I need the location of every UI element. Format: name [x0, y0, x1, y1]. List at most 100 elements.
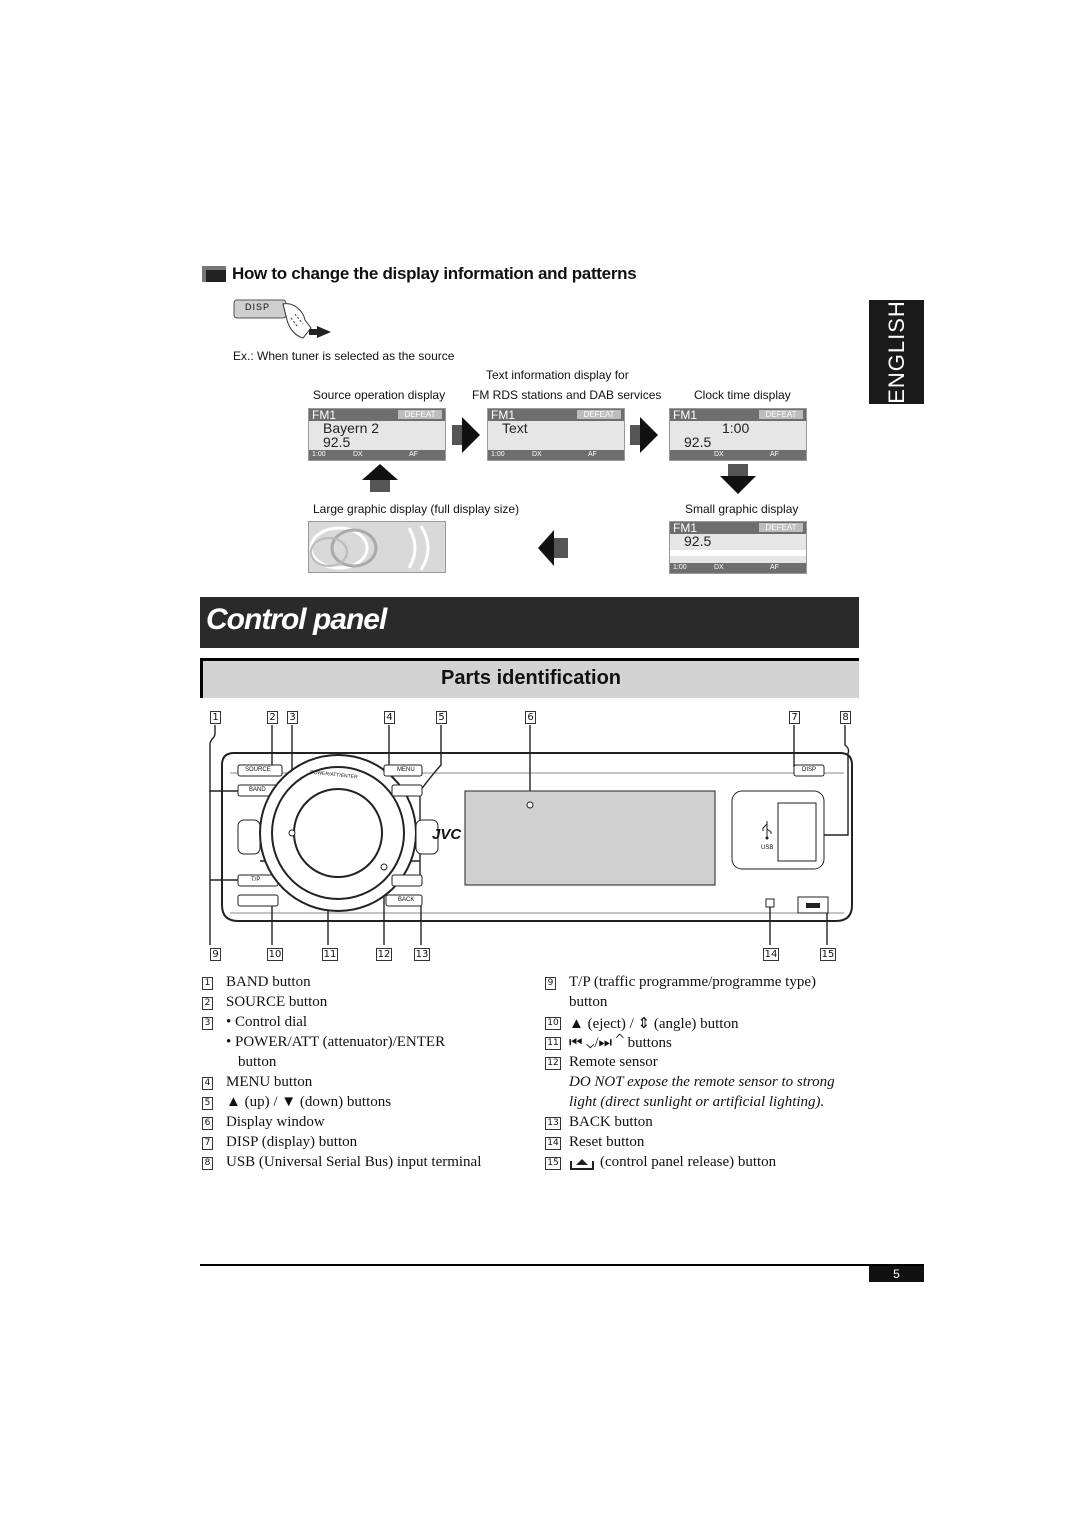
disp-button-illustration [233, 298, 343, 343]
source-button-label[interactable]: SOURCE [245, 767, 271, 773]
control-panel-title: Control panel [206, 603, 387, 636]
legend-item: Reset button [569, 1134, 645, 1150]
lcd-frequency: 92.5 [323, 434, 351, 450]
lcd-defeat: DEFEAT [759, 523, 803, 532]
legend-number: 13 [545, 1117, 561, 1130]
callout-number: 14 [763, 948, 779, 961]
lcd-dx: DX [353, 451, 363, 458]
section-heading: How to change the display information an… [232, 264, 637, 283]
caption-source-operation: Source operation display [313, 388, 446, 402]
callout-number: 6 [525, 711, 536, 724]
legend-item: button [569, 994, 608, 1010]
language-tab-label: ENGLISH [883, 300, 909, 404]
lcd-source-operation: FM1 DEFEAT Bayern 2 92.5 1:00 DX AF [308, 408, 446, 461]
control-panel-diagram [200, 725, 860, 950]
disp-button-label[interactable]: DISP [802, 767, 817, 773]
legend-warning: light (direct sunlight or artificial lig… [569, 1094, 825, 1110]
lcd-defeat: DEFEAT [759, 410, 803, 419]
section-marker-icon [202, 266, 226, 282]
lcd-dx: DX [714, 451, 724, 458]
legend-number: 4 [202, 1077, 213, 1090]
tp-button-label[interactable]: T/P [251, 877, 261, 883]
usb-label: USB [761, 845, 774, 851]
lcd-band: FM1 [673, 408, 697, 422]
lcd-clock: 1:00 [312, 451, 326, 458]
back-button-label[interactable]: BACK [398, 897, 415, 903]
lcd-dx: DX [532, 451, 542, 458]
legend-item: Remote sensor [569, 1054, 658, 1070]
legend-item: ⏮ ⌄/⏭ ⌃ buttons [569, 1035, 672, 1051]
lcd-band: FM1 [673, 521, 697, 535]
legend-item: • Control dial [226, 1014, 308, 1030]
legend-number: 8 [202, 1157, 213, 1170]
callout-number: 13 [414, 948, 430, 961]
legend-item: ▲ (up) / ▼ (down) buttons [226, 1094, 392, 1110]
lcd-clock-time: FM1 DEFEAT 1:00 92.5 DX AF [669, 408, 807, 461]
legend-item: • POWER/ATT (attenuator)/ENTER [226, 1034, 446, 1050]
lcd-clock: 1:00 [673, 564, 687, 571]
callout-number: 1 [210, 711, 221, 724]
legend-item: Display window [226, 1114, 325, 1130]
legend-item: T/P (traffic programme/programme type) [569, 974, 816, 990]
callout-number: 10 [267, 948, 283, 961]
lcd-station-name: Bayern 2 [323, 420, 380, 436]
menu-button-label[interactable]: MENU [397, 767, 415, 773]
lcd-af: AF [588, 451, 597, 458]
caption-large-graphic: Large graphic display (full display size… [313, 502, 520, 516]
callout-number: 15 [820, 948, 836, 961]
example-note: Ex.: When tuner is selected as the sourc… [233, 349, 455, 363]
legend-number: 6 [202, 1117, 213, 1130]
callout-number: 12 [376, 948, 392, 961]
caption-text-info-1: Text information display for [486, 368, 629, 382]
legend-number: 9 [545, 977, 556, 990]
legend-number: 11 [545, 1037, 561, 1050]
legend-item: DISP (display) button [226, 1134, 358, 1150]
callout-number: 5 [436, 711, 447, 724]
lcd-band: FM1 [491, 408, 515, 422]
usb-icon [760, 820, 774, 845]
lcd-text-info: FM1 DEFEAT Text 1:00 DX AF [487, 408, 625, 461]
legend-item: button [238, 1054, 277, 1070]
legend-item: (control panel release) button [600, 1154, 777, 1170]
control-panel-title-bar: Control panel [200, 597, 859, 648]
arrow-left-icon [536, 528, 570, 573]
legend-item: USB (Universal Serial Bus) input termina… [226, 1154, 482, 1170]
legend-number: 10 [545, 1017, 561, 1030]
caption-small-graphic: Small graphic display [685, 502, 799, 516]
footer-rule [200, 1264, 924, 1266]
callout-number: 9 [210, 948, 221, 961]
callout-number: 7 [789, 711, 800, 724]
parts-identification-bar: Parts identification [200, 658, 859, 698]
arrow-right-icon [630, 415, 660, 460]
release-icon [569, 1157, 595, 1176]
jvc-logo: JVC [432, 826, 462, 843]
legend-number: 5 [202, 1097, 213, 1110]
callout-number: 11 [322, 948, 338, 961]
disp-label: DISP [245, 302, 271, 312]
lcd-time: 1:00 [722, 420, 750, 436]
lcd-small-graphic: FM1 DEFEAT 92.5 1:00 DX AF [669, 521, 807, 574]
legend-item: BACK button [569, 1114, 653, 1130]
lcd-af: AF [770, 564, 779, 571]
band-button-label[interactable]: BAND [249, 787, 266, 793]
legend-number: 14 [545, 1137, 561, 1150]
lcd-af: AF [770, 451, 779, 458]
legend-item: ▲ (eject) / ⇕ (angle) button [569, 1016, 739, 1032]
lcd-text: Text [502, 420, 528, 436]
legend-item: MENU button [226, 1074, 313, 1090]
callout-number: 3 [287, 711, 298, 724]
lcd-dx: DX [714, 564, 724, 571]
callout-number: 4 [384, 711, 395, 724]
legend-number: 15 [545, 1157, 561, 1170]
legend-number: 12 [545, 1057, 561, 1070]
lcd-af: AF [409, 451, 418, 458]
lcd-clock: 1:00 [491, 451, 505, 458]
arrow-right-icon [452, 415, 482, 460]
legend-number: 7 [202, 1137, 213, 1150]
lcd-defeat: DEFEAT [577, 410, 621, 419]
caption-clock-time: Clock time display [694, 388, 791, 402]
legend-item: BAND button [226, 974, 311, 990]
lcd-band: FM1 [312, 408, 336, 422]
language-tab: ENGLISH [869, 300, 924, 404]
lcd-large-graphic [308, 521, 446, 573]
